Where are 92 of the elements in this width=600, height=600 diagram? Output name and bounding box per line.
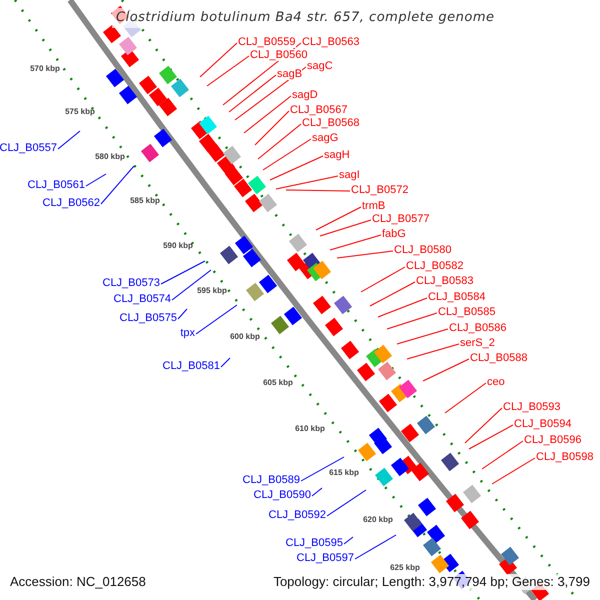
leader-line — [320, 220, 372, 236]
leader-line — [206, 56, 250, 86]
leader-line — [464, 408, 502, 444]
gene-label: sagG — [312, 132, 338, 144]
gene-label: sagC — [307, 60, 333, 72]
gene-label: CLJ_B0582 — [406, 260, 464, 272]
leader-line — [160, 260, 206, 284]
leader-line — [386, 312, 438, 330]
leader-line — [330, 234, 382, 250]
gene-label: CLJ_B0592 — [268, 509, 326, 521]
scale-tick-label: 600 kbp — [230, 332, 260, 342]
leader-line — [244, 96, 292, 134]
leader-line — [258, 124, 302, 160]
scale-tick-label: 610 kbp — [295, 424, 325, 434]
leader-line — [276, 176, 338, 190]
leader-line — [396, 328, 448, 344]
leader-line — [354, 534, 396, 560]
gene-label: CLJ_B0590 — [254, 489, 311, 501]
gene-label: CLJ_B0577 — [372, 213, 430, 225]
leader-line — [178, 308, 188, 320]
gene-label: CLJ_B0572 — [351, 184, 408, 196]
leader-line — [344, 536, 354, 544]
leader-line — [468, 424, 514, 450]
gene-label: CLJ_B0594 — [514, 418, 572, 430]
scale-tick-label: 575 kbp — [65, 107, 95, 117]
leader-line — [286, 190, 350, 192]
gene-label: CLJ_B0588 — [470, 352, 528, 364]
gene-label: CLJ_B0562 — [42, 197, 100, 209]
leader-line — [200, 42, 238, 78]
leader-line — [262, 138, 312, 170]
gene-label: CLJ_B0581 — [162, 360, 220, 372]
gene-label: CLJ_B0596 — [524, 434, 582, 446]
gene-label: CLJ_B0583 — [416, 275, 474, 287]
leader-line — [360, 266, 406, 292]
gene-label: CLJ_B0593 — [503, 401, 560, 413]
leader-line — [254, 110, 290, 146]
gene-label: CLJ_B0563 — [302, 36, 360, 48]
scale-tick-label: 595 kbp — [197, 286, 227, 296]
scale-tick-label: 620 kbp — [363, 515, 393, 525]
scale-tick-label: 580 kbp — [95, 152, 125, 162]
gene-label: CLJ_B0560 — [250, 49, 308, 61]
gene-label: fabG — [382, 228, 406, 240]
gene-label: sagH — [324, 149, 350, 161]
leader-line — [378, 298, 428, 318]
scale-tick-label: 625 kbp — [390, 563, 420, 573]
leader-line — [326, 490, 366, 516]
scale-tick-label: 615 kbp — [329, 468, 359, 478]
leader-line — [270, 156, 324, 180]
gene-label: CLJ_B0586 — [449, 322, 506, 334]
gene-label: sagI — [339, 169, 360, 181]
gene-label: CLJ_B0575 — [120, 312, 177, 324]
gene-label: sagD — [292, 89, 318, 101]
leader-line — [100, 166, 134, 204]
gene-label: CLJ_B0584 — [428, 291, 486, 303]
leader-line — [172, 270, 212, 300]
leader-line — [196, 304, 238, 334]
gene-label: CLJ_B0559 — [238, 36, 296, 48]
leader-line — [58, 130, 80, 150]
gene-label: CLJ_B0567 — [290, 104, 348, 116]
gene-label: CLJ_B0561 — [28, 179, 85, 191]
scale-tick-label: 605 kbp — [263, 378, 293, 388]
leader-line — [492, 458, 536, 484]
leader-line — [482, 440, 524, 470]
leader-line — [86, 174, 106, 186]
leader-line — [406, 344, 460, 360]
leader-line — [336, 250, 394, 258]
leader-line — [300, 456, 344, 482]
leader-line — [312, 488, 322, 496]
leader-line — [220, 358, 230, 368]
scale-tick-label: 590 kbp — [163, 241, 193, 251]
gene-label: CLJ_B0598 — [536, 451, 594, 463]
gene-label: CLJ_B0585 — [438, 306, 496, 318]
leader-line — [370, 282, 416, 306]
leader-line — [316, 206, 362, 230]
gene-label: CLJ_B0589 — [242, 474, 300, 486]
gene-label: serS_2 — [460, 337, 495, 349]
gene-label: CLJ_B0580 — [394, 244, 452, 256]
gene-label: CLJ_B0597 — [296, 552, 354, 564]
leader-line — [228, 74, 276, 112]
gene-label: CLJ_B0595 — [286, 537, 343, 549]
gene-label: CLJ_B0568 — [302, 117, 360, 129]
gene-label: CLJ_B0557 — [0, 142, 57, 154]
gene-label: tpx — [180, 327, 195, 339]
gene-label: sagB — [277, 68, 302, 80]
scale-tick-label: 570 kbp — [30, 64, 60, 74]
scale-tick-label: 585 kbp — [130, 196, 160, 206]
gene-label: CLJ_B0573 — [102, 277, 160, 289]
gene-label: trmB — [362, 200, 386, 212]
leader-line — [444, 382, 486, 414]
leader-line — [422, 358, 470, 382]
gene-label: CLJ_B0574 — [114, 293, 171, 305]
gene-label: ceo — [487, 376, 505, 388]
